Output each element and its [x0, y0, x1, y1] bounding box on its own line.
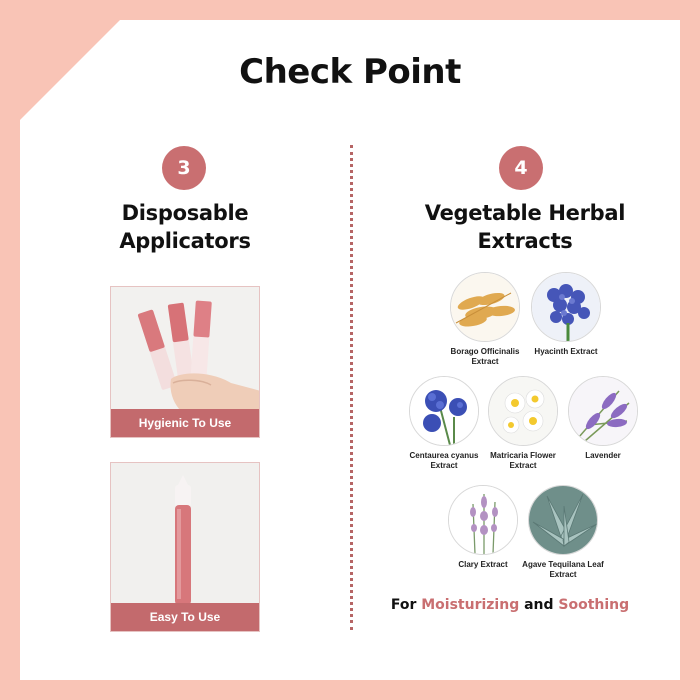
left-heading-line2: Applicators [119, 229, 251, 253]
tagline-soothing: Soothing [558, 597, 630, 613]
herb-centaurea-label: Centaurea cyanus Extract [389, 451, 499, 471]
herb-lavender-line1: Lavender [585, 451, 621, 460]
hand-holding-applicators-image [111, 287, 259, 411]
step-4-badge: 4 [499, 146, 543, 190]
right-heading-line2: Extracts [477, 229, 573, 253]
left-heading-line1: Disposable [121, 201, 249, 225]
applicator-photo-easy: Easy To Use [110, 462, 260, 632]
herb-agave-label: Agave Tequilana Leaf Extract [508, 560, 618, 580]
herb-matricaria-line1: Matricaria Flower [490, 451, 556, 460]
agave-icon [528, 485, 598, 555]
herb-borago: Borago Officinalis Extract [430, 272, 540, 367]
herb-matricaria: Matricaria Flower Extract [468, 376, 578, 471]
herb-hyacinth: Hyacinth Extract [511, 272, 621, 357]
right-heading-line1: Vegetable Herbal [424, 201, 626, 225]
herb-centaurea-line2: Extract [430, 461, 458, 470]
herb-agave-line2: Extract [549, 570, 577, 579]
dotted-divider [350, 145, 353, 630]
wheat-icon [450, 272, 520, 342]
herb-lavender-label: Lavender [548, 451, 658, 461]
clary-sage-icon [448, 485, 518, 555]
lavender-icon [568, 376, 638, 446]
applicator-photo-hygienic: Hygienic To Use [110, 286, 260, 438]
tagline-prefix: For [390, 597, 422, 613]
herb-agave: Agave Tequilana Leaf Extract [508, 485, 618, 580]
herb-borago-label: Borago Officinalis Extract [430, 347, 540, 367]
hyacinth-icon [531, 272, 601, 342]
herb-centaurea-line1: Centaurea cyanus [409, 451, 479, 460]
cornflower-icon [409, 376, 479, 446]
benefit-tagline: For Moisturizing and Soothing [350, 597, 670, 613]
herb-hyacinth-label: Hyacinth Extract [511, 347, 621, 357]
herb-centaurea: Centaurea cyanus Extract [389, 376, 499, 471]
herb-matricaria-line2: Extract [509, 461, 537, 470]
herb-lavender: Lavender [548, 376, 658, 461]
herb-clary: Clary Extract [428, 485, 538, 570]
tagline-moisturizing: Moisturizing [421, 597, 520, 613]
herb-hyacinth-line1: Hyacinth Extract [534, 347, 598, 356]
left-heading: Disposable Applicators [70, 199, 300, 255]
step-3-badge: 3 [162, 146, 206, 190]
herb-clary-label: Clary Extract [428, 560, 538, 570]
right-heading: Vegetable Herbal Extracts [395, 199, 655, 255]
single-applicator-image [111, 463, 259, 605]
herb-matricaria-label: Matricaria Flower Extract [468, 451, 578, 471]
herb-agave-line1: Agave Tequilana Leaf [522, 560, 604, 569]
caption-easy: Easy To Use [111, 603, 259, 631]
chamomile-icon [488, 376, 558, 446]
herb-clary-line1: Clary Extract [458, 560, 508, 569]
page-title: Check Point [239, 52, 461, 92]
caption-hygienic: Hygienic To Use [111, 409, 259, 437]
herb-borago-line2: Extract [471, 357, 499, 366]
tagline-and: and [519, 597, 559, 613]
herb-borago-line1: Borago Officinalis [450, 347, 520, 356]
